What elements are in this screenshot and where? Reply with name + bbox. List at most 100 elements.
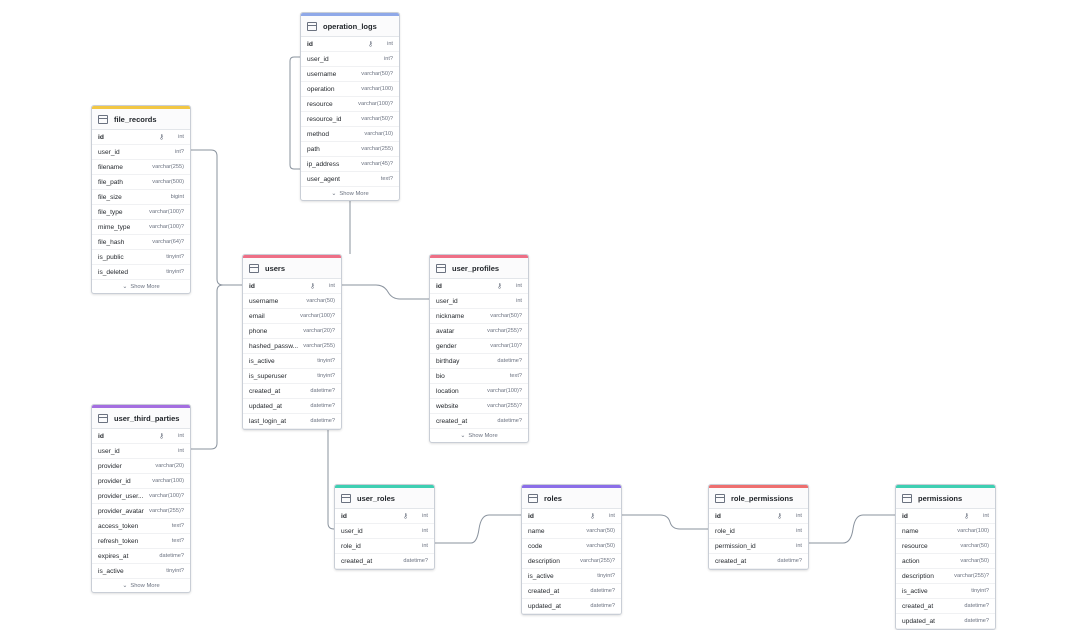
- field-name: provider_avatar: [98, 507, 144, 515]
- field-row-id[interactable]: id⚷int: [301, 37, 399, 52]
- field-row-id[interactable]: id⚷int: [709, 509, 808, 524]
- table-header[interactable]: user_roles: [335, 485, 434, 509]
- table-header[interactable]: user_third_parties: [92, 405, 190, 429]
- table-header[interactable]: operation_logs: [301, 13, 399, 37]
- show-more-button[interactable]: ⌄Show More: [92, 280, 190, 293]
- field-type: text?: [171, 523, 184, 529]
- show-more-button[interactable]: ⌄Show More: [430, 429, 528, 442]
- field-row-id[interactable]: id⚷int: [335, 509, 434, 524]
- field-row-id[interactable]: id⚷int: [896, 509, 995, 524]
- field-row-id[interactable]: id⚷int: [92, 429, 190, 444]
- show-more-button[interactable]: ⌄Show More: [301, 187, 399, 200]
- table-header[interactable]: permissions: [896, 485, 995, 509]
- field-row-id[interactable]: id⚷int: [430, 279, 528, 294]
- field-type: varchar(10)?: [490, 343, 522, 349]
- table-header[interactable]: file_records: [92, 106, 190, 130]
- field-row-hashed-passw[interactable]: hashed_passw...varchar(255): [243, 339, 341, 354]
- field-row-provider-user[interactable]: provider_user...varchar(100)?: [92, 489, 190, 504]
- table-header[interactable]: users: [243, 255, 341, 279]
- table-header[interactable]: roles: [522, 485, 621, 509]
- field-row-id[interactable]: id⚷int: [92, 130, 190, 145]
- show-more-button[interactable]: ⌄Show More: [92, 579, 190, 592]
- field-type: datetime?: [497, 358, 522, 364]
- table-header[interactable]: role_permissions: [709, 485, 808, 509]
- table-header[interactable]: user_profiles: [430, 255, 528, 279]
- field-row-id[interactable]: id⚷int: [522, 509, 621, 524]
- field-row-id[interactable]: id⚷int: [243, 279, 341, 294]
